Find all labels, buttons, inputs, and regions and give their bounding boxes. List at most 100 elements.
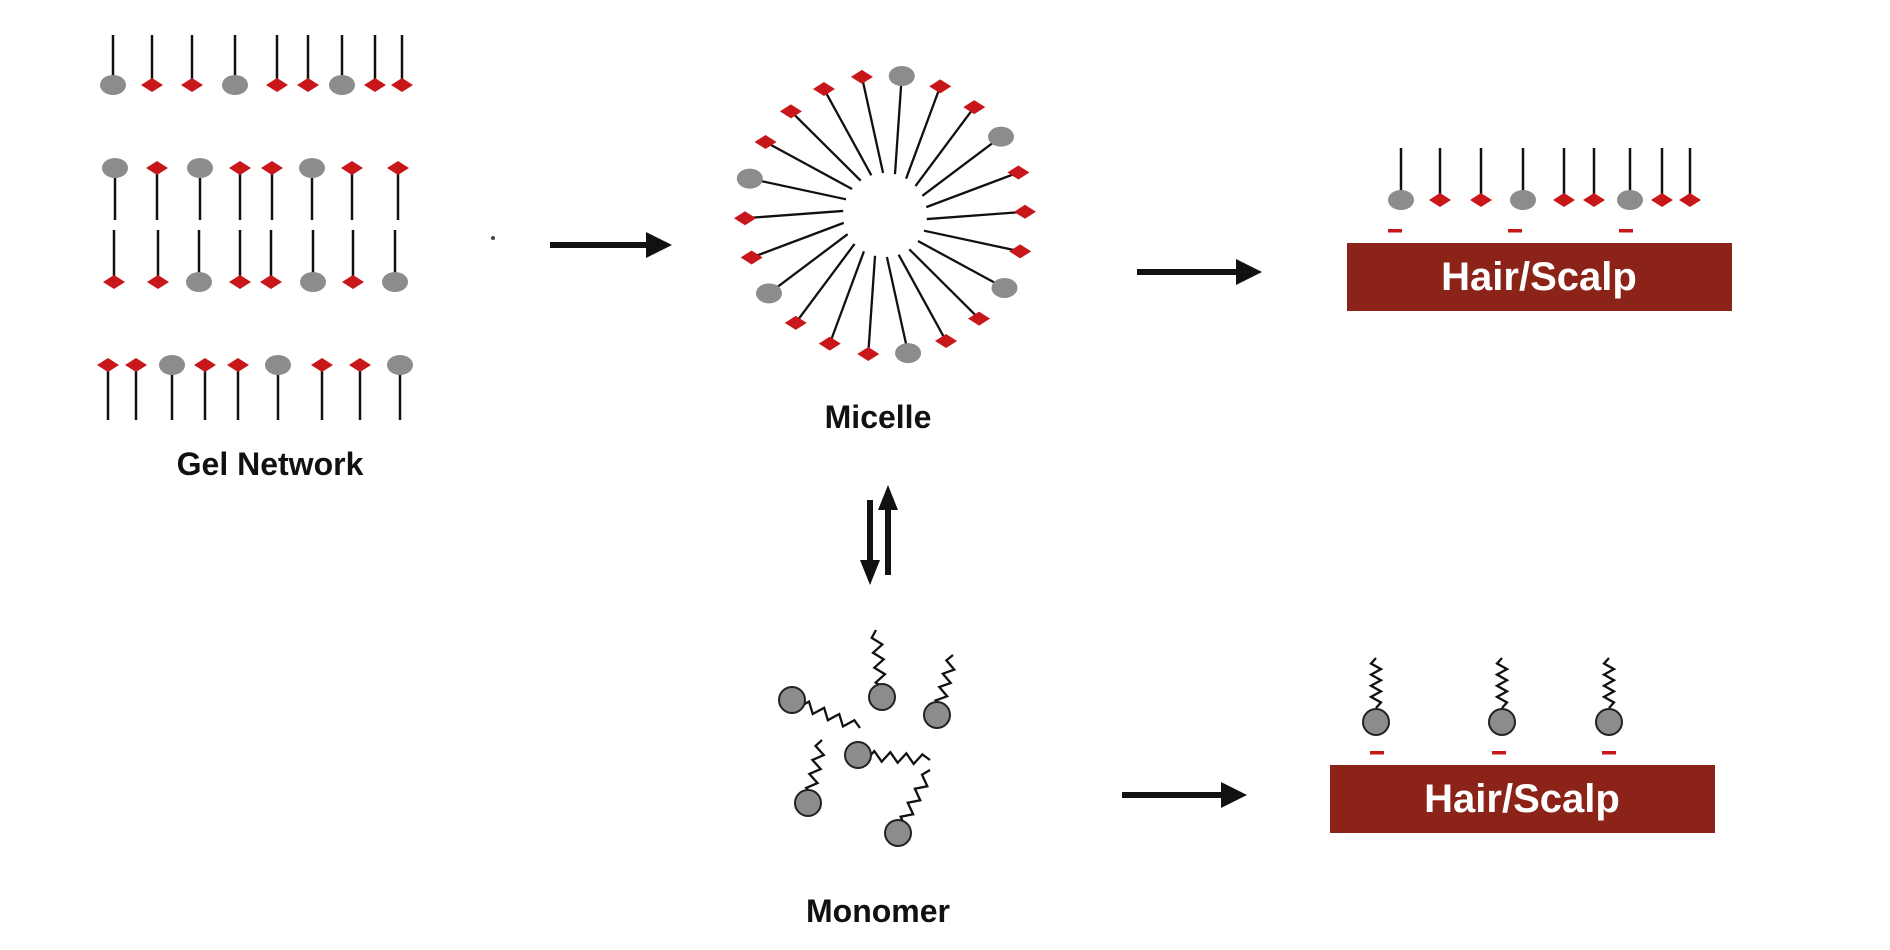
micelle-surfactant [784, 243, 856, 330]
surfactant-molecule [329, 35, 355, 95]
nonionic-head [382, 272, 408, 292]
nonionic-head [299, 158, 325, 178]
nonionic-head [102, 158, 128, 178]
nonionic-head [755, 283, 782, 304]
down-arrow-head [860, 560, 880, 585]
tail [764, 141, 853, 190]
nonionic-head [1510, 190, 1536, 210]
stray-dot [491, 236, 495, 240]
nonionic-head [1617, 190, 1643, 210]
surfactant-molecule [265, 355, 291, 420]
surfactant-molecule [387, 161, 409, 220]
negative-charge [1370, 751, 1384, 755]
surfactant-molecule [387, 355, 413, 420]
hair-scalp-label-top: Hair/Scalp [1441, 255, 1637, 299]
tail [828, 250, 866, 345]
monomer-molecule [868, 629, 896, 711]
nonionic-head [1388, 190, 1414, 210]
gel-network [97, 35, 413, 420]
nonionic-head [988, 126, 1015, 147]
surfactant-molecule [227, 358, 249, 420]
surfactant-molecule [159, 355, 185, 420]
tail [1368, 657, 1384, 709]
tail [744, 209, 844, 220]
surfactant-molecule [194, 358, 216, 420]
surfactant-molecule [229, 230, 251, 289]
monomers [778, 629, 957, 847]
micelle-surfactant [897, 254, 958, 348]
micelle-surfactant [888, 66, 915, 175]
micelle-surfactant [755, 233, 849, 304]
gel-network-label: Gel Network [177, 446, 364, 482]
arrows [550, 232, 1262, 808]
deposited-monomer [1488, 657, 1516, 736]
micelle-surfactant [850, 69, 885, 174]
tail [1494, 657, 1510, 709]
negative-charge [1388, 229, 1402, 233]
surfactant-molecule [260, 230, 282, 289]
micelle-surfactant [904, 79, 952, 180]
surfactant-molecule [349, 358, 371, 420]
surfactant-molecule [1553, 148, 1575, 207]
surfactant-molecule [300, 230, 326, 292]
surfactant-molecule [147, 230, 169, 289]
tail [914, 106, 976, 187]
tail [923, 229, 1021, 253]
tail [768, 233, 849, 295]
micelle-surfactant [818, 250, 866, 351]
surfactant-molecule [299, 158, 325, 220]
negative-charge [1508, 229, 1522, 233]
tail [749, 177, 847, 201]
surfactant-molecule [341, 161, 363, 220]
nonionic-head [265, 355, 291, 375]
micelle-surfactant [921, 126, 1015, 197]
deposited-monomer [1595, 657, 1623, 736]
monomer-head [868, 683, 896, 711]
hair-scalp-surface-bottom [1330, 765, 1715, 833]
up-arrow-head [878, 485, 898, 510]
monomer-head [778, 686, 806, 714]
tail [921, 135, 1002, 197]
surfactant-molecule [266, 35, 288, 92]
surfactant-molecule [1679, 148, 1701, 207]
nonionic-head [222, 75, 248, 95]
tail [867, 255, 877, 355]
surfactant-molecule [382, 230, 408, 292]
micelle-surfactant [779, 104, 862, 182]
tail [860, 76, 885, 174]
tail [790, 110, 862, 182]
tail [925, 171, 1019, 209]
micelle [734, 66, 1036, 364]
negative-charge [1619, 229, 1633, 233]
surfactant-molecule [1651, 148, 1673, 207]
surfactant-molecule [186, 230, 212, 292]
hair-scalp-label-bottom: Hair/Scalp [1424, 777, 1620, 821]
tail [908, 248, 980, 320]
monomer-molecule [778, 686, 861, 729]
nonionic-head [387, 355, 413, 375]
surfactant-molecule [364, 35, 386, 92]
monomer-molecule [884, 769, 931, 847]
micelle-surfactant [925, 165, 1030, 209]
tail [917, 240, 1006, 289]
monomer-head [794, 789, 822, 817]
tail [822, 88, 873, 176]
tail [904, 85, 942, 180]
arrow-gel-to-micelle [550, 232, 672, 258]
monomer-molecule [794, 739, 826, 817]
surfactant-molecule [222, 35, 248, 95]
nonionic-head [329, 75, 355, 95]
deposited-monomer [1362, 657, 1390, 736]
micelle-surfactant [908, 248, 991, 326]
surfactant-molecule [181, 35, 203, 92]
micelle-surfactant [812, 82, 873, 176]
micelle-surfactant [917, 240, 1018, 298]
surfactant-molecule [229, 161, 251, 220]
monomer-molecule [844, 741, 931, 769]
top-negative-charges [1388, 229, 1633, 233]
micelle-surfactant [885, 256, 922, 364]
monomer-head [884, 819, 912, 847]
bottom-deposited-monomers [1362, 657, 1623, 736]
